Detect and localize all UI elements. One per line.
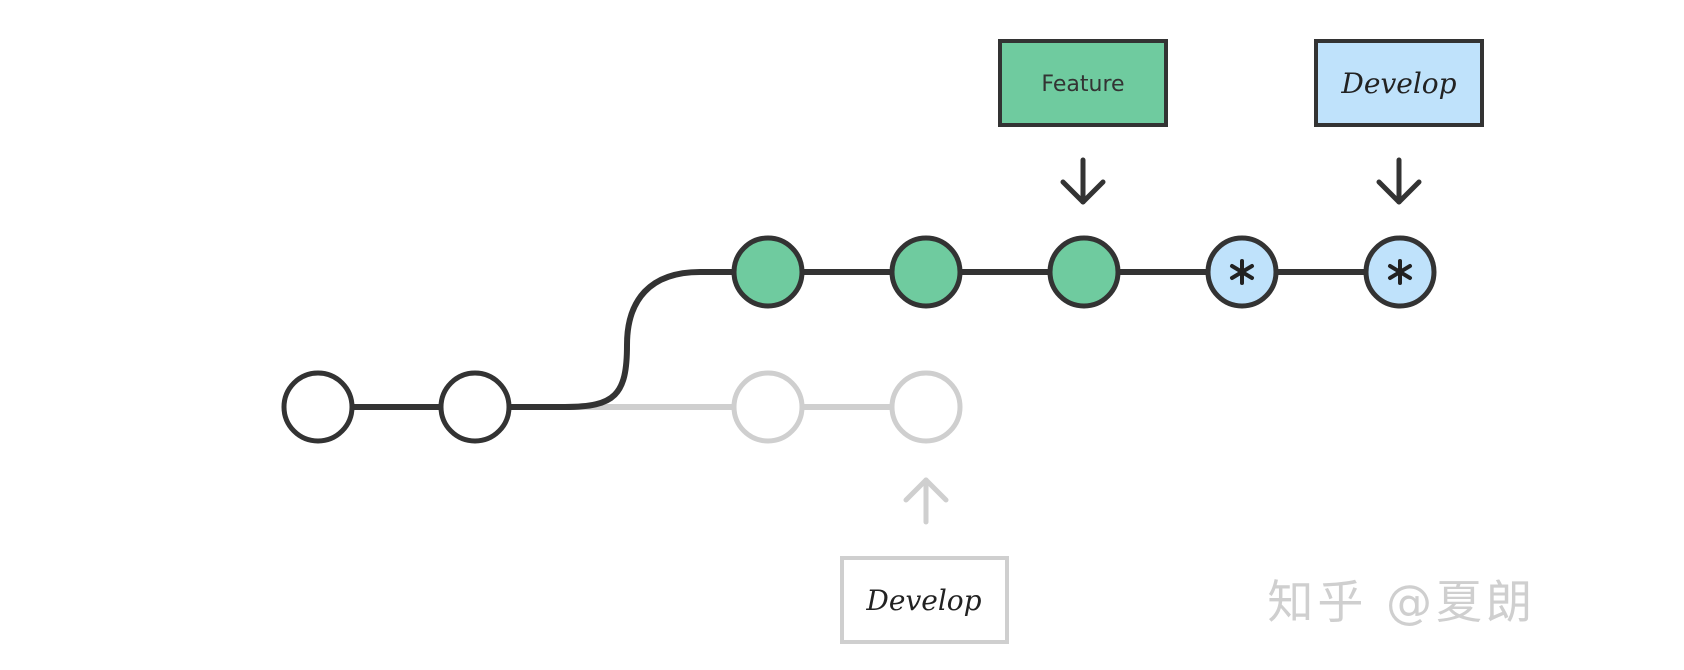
asterisk-icon: [1388, 259, 1412, 285]
feature-label: Feature: [998, 39, 1168, 127]
feature-label-text: Feature: [1041, 72, 1124, 97]
old-develop-label-text: Develop: [865, 584, 981, 617]
develop-label: Develop: [1314, 39, 1484, 127]
develop-arrow-down-icon: [1376, 157, 1422, 205]
feature-commit-1: [731, 235, 805, 309]
commit-1: [281, 370, 355, 444]
old-develop-commit-2: [889, 370, 963, 444]
asterisk-icon: [1230, 259, 1254, 285]
develop-label-text: Develop: [1340, 67, 1456, 100]
watermark: 知乎 @夏朗: [1267, 575, 1536, 629]
feature-branch: [731, 235, 1121, 309]
rebased-develop-branch: [1205, 235, 1437, 309]
commit-2: [438, 370, 512, 444]
old-develop-arrow-up-icon: [903, 477, 949, 525]
old-develop-label: Develop: [840, 556, 1009, 644]
feature-commit-2: [889, 235, 963, 309]
old-develop-commit-1: [731, 370, 805, 444]
old-develop-branch: Develop: [565, 370, 1009, 644]
feature-arrow-down-icon: [1060, 157, 1106, 205]
feature-commit-3: [1047, 235, 1121, 309]
branch-curve: [564, 269, 768, 410]
